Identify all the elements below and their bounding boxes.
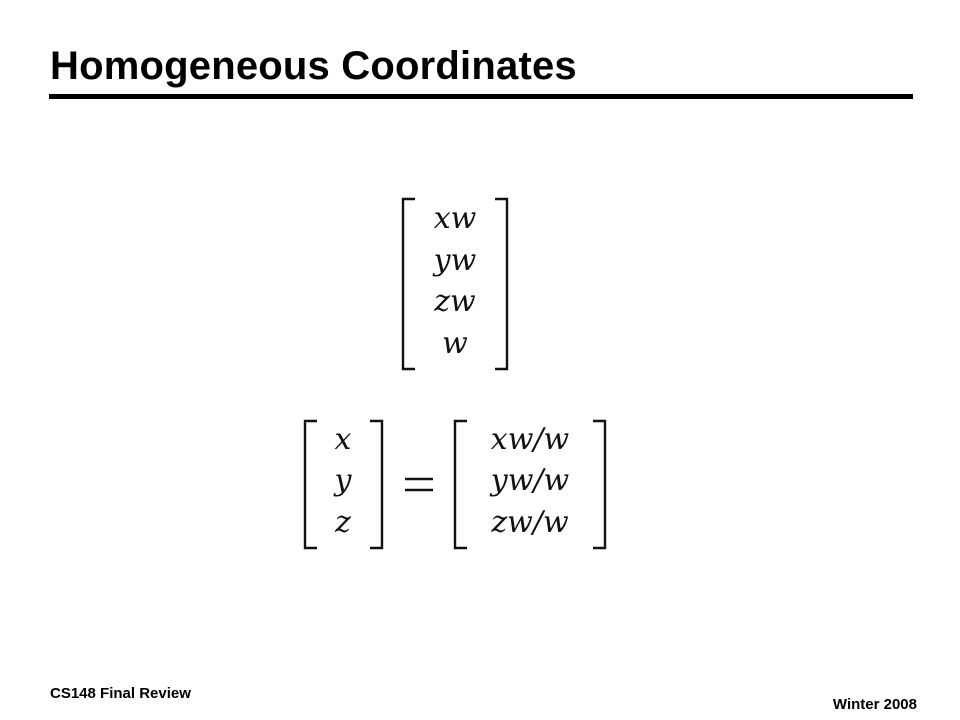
divided-vector: xw/w yw/w zw/w [453, 419, 607, 550]
footer-course-label: CS148 Final Review [50, 685, 191, 702]
equals-sign [405, 477, 433, 492]
slide-title: Homogeneous Coordinates [50, 44, 577, 88]
vector-entry-zw: zw [433, 284, 476, 319]
footer-term-label: Winter 2008 [832, 696, 917, 713]
vector-entry-yw: yw [432, 243, 477, 278]
right-bracket [495, 197, 509, 371]
right-bracket [370, 419, 384, 550]
left-bracket [453, 419, 467, 550]
vector-entry-xw: xw [434, 201, 477, 236]
title-underline [49, 94, 913, 99]
lhs-entry-y: y [333, 463, 353, 498]
lhs-entry-x: x [335, 422, 352, 457]
homogeneous-vector: xw yw zw w [401, 197, 509, 371]
vector-entry-w: w [442, 326, 468, 361]
lhs-entry-z: z [334, 505, 351, 540]
rhs-entry-zw-over-w: zw/w [490, 505, 569, 540]
left-bracket [303, 419, 317, 550]
right-bracket [593, 419, 607, 550]
cartesian-vector: x y z [303, 419, 384, 550]
rhs-entry-yw-over-w: yw/w [489, 463, 570, 498]
left-bracket [401, 197, 415, 371]
rhs-entry-xw-over-w: xw/w [491, 422, 570, 457]
